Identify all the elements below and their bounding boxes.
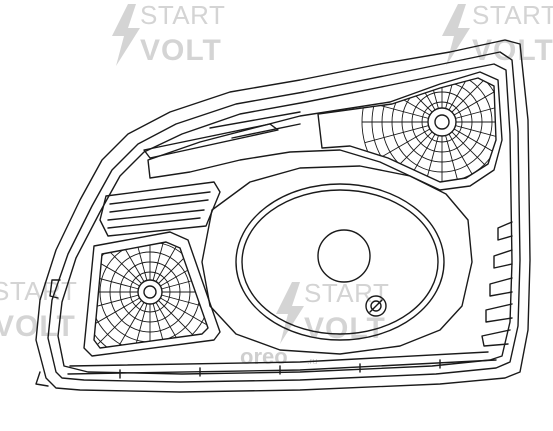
reflector-spoke (94, 291, 151, 316)
reflector-spoke (104, 291, 151, 348)
reflector-spoke (149, 291, 208, 338)
reflector-spoke (149, 242, 196, 293)
lightning-bolt-icon (112, 4, 140, 66)
reflector-ring (421, 101, 463, 143)
oreo-logo-text: oreo (240, 344, 288, 369)
reflector-spoke (126, 291, 151, 348)
right-tab-5 (481, 329, 511, 347)
reflector-spoke (149, 291, 208, 348)
bottom-ledge-1 (69, 351, 489, 367)
watermark-start-text: START (304, 278, 389, 308)
reflector-ring (109, 251, 191, 333)
reflector-ring (371, 78, 496, 182)
left-triangle-inner (93, 241, 209, 349)
housing-inner-rim-2 (57, 63, 513, 375)
reflector-spoke (94, 268, 151, 293)
watermark-start-text: START (0, 276, 77, 306)
screw-boss-inner (370, 300, 382, 312)
watermark-start-text: START (472, 0, 553, 30)
upper-chamber (147, 71, 503, 191)
louvre-line-2 (109, 199, 209, 213)
light-strip-3 (231, 123, 301, 139)
louvre-line-1 (109, 191, 211, 205)
right-tab-1 (497, 221, 513, 241)
right-tab-2 (493, 249, 513, 269)
louvre-line-3 (107, 209, 205, 221)
reflector-spoke (149, 242, 208, 293)
left-mount-tab (49, 279, 61, 299)
watermark-top-center: START VOLT (112, 0, 225, 67)
right-tab-4 (485, 303, 513, 323)
bottom-ledge-2 (67, 359, 497, 375)
left-bulb-core (143, 285, 157, 299)
reflector-ring (381, 78, 496, 182)
reflector-spoke (149, 242, 174, 293)
screw-boss (365, 295, 387, 317)
right-bulb-core (434, 114, 450, 130)
reflector-spoke (94, 246, 151, 293)
bottom-mount-tab (35, 371, 49, 387)
reflector-ring (361, 78, 496, 182)
reflector-ring (391, 78, 493, 173)
housing-inner-rim (47, 51, 521, 383)
watermark-left: START VOLT (0, 276, 77, 343)
reflector-ring (129, 271, 171, 313)
center-bulb-socket (317, 229, 371, 283)
lightning-bolt-icon (442, 4, 470, 66)
reflector-ring (411, 91, 473, 153)
lamp-housing (35, 39, 531, 393)
lightning-bolt-icon (276, 282, 304, 344)
bottom-ticks (119, 359, 441, 379)
watermark-volt-text: VOLT (140, 34, 222, 67)
watermark-oreo: oreo .ru (240, 344, 318, 369)
reflector-spoke (94, 291, 151, 338)
louvre-line-4 (107, 217, 201, 229)
watermark-start-text: START (140, 0, 225, 30)
reflector-surround (201, 165, 473, 355)
left-triangle-chamber (83, 231, 221, 357)
light-strip-2 (209, 111, 301, 129)
reflector-spoke (94, 242, 151, 293)
watermark-center: START VOLT (276, 278, 389, 345)
main-oval-lens-inner (241, 189, 439, 335)
reflector-spoke (149, 291, 174, 348)
reflector-ring (119, 261, 181, 323)
reflector-spoke (104, 242, 151, 293)
louvre-frame (99, 181, 221, 237)
reflector-spoke (149, 291, 196, 348)
reflector-spoke (126, 242, 151, 293)
right-tab-3 (489, 277, 513, 297)
main-oval-lens (235, 183, 445, 341)
reflector-spoke (149, 291, 208, 316)
outer-housing-outline (35, 39, 531, 393)
watermark-top-right: START VOLT (442, 0, 553, 67)
light-strip-1 (143, 123, 279, 159)
